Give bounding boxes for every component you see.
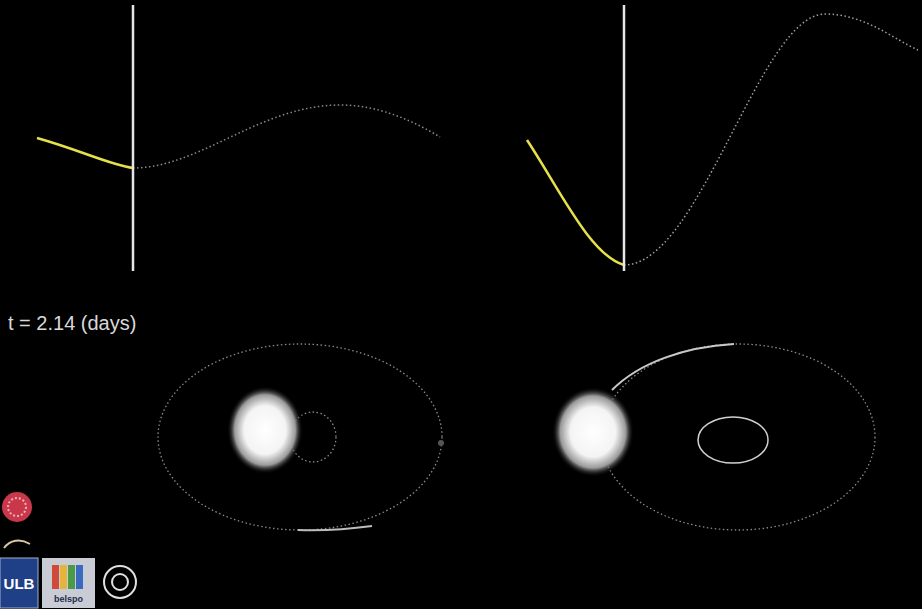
logo (104, 566, 136, 598)
logo-detail (112, 574, 128, 590)
logo (4, 541, 30, 548)
logo-box (42, 558, 95, 608)
velocity-curve-future (133, 105, 440, 168)
star-orbit (698, 417, 768, 463)
orbit-trail (612, 344, 734, 390)
companion-orbit (158, 344, 442, 530)
logo-bar (52, 565, 59, 589)
orbit-trail (298, 526, 372, 530)
velocity-curve-past (37, 138, 133, 168)
time-marker (132, 5, 135, 271)
velocity-curve-future (624, 14, 918, 265)
star (227, 386, 303, 474)
logo-box (0, 558, 38, 608)
companion-orbit (601, 344, 875, 530)
companion (438, 440, 444, 446)
logo (2, 492, 32, 522)
velocity-curve-past (527, 140, 624, 265)
logo-bar (60, 565, 67, 589)
logo-text: belspo (54, 594, 83, 604)
time-marker (623, 5, 626, 271)
time-label: t = 2.14 (days) (8, 312, 136, 335)
logo-bar (68, 565, 75, 589)
logo-text: ULB (4, 575, 35, 592)
logo-detail (8, 498, 26, 516)
logo-bar (76, 565, 83, 589)
star (552, 387, 634, 477)
